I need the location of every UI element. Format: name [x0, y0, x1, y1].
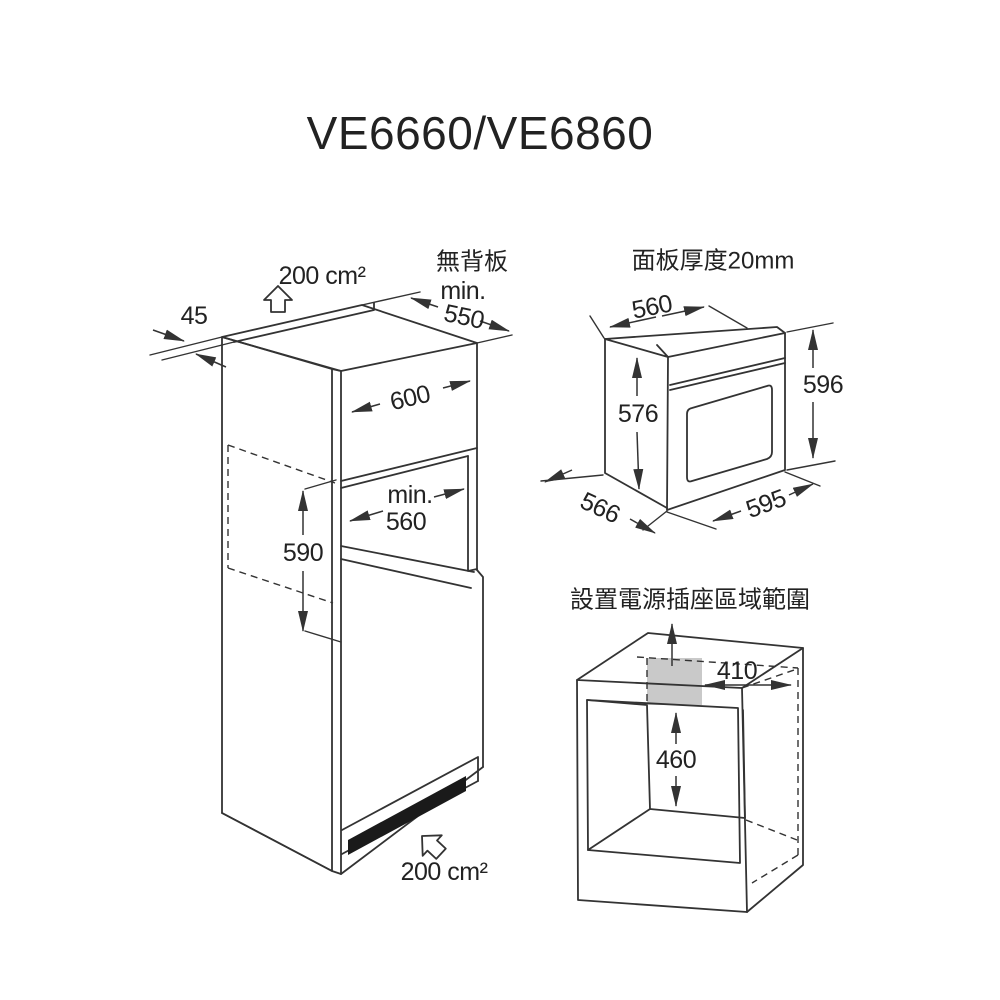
cabinet-width-value: 600: [387, 380, 432, 416]
socket-cabinet-outline: [576, 632, 804, 913]
socket-hidden-edges: [636, 656, 799, 884]
depth-min-prefix: min.: [440, 277, 485, 305]
bottom-vent-arrow-icon: [421, 834, 447, 860]
niche-height-value: 590: [283, 539, 323, 567]
front-width-value: 595: [742, 484, 789, 524]
dim-front-width-595: 595: [666, 471, 821, 530]
socket-zone-title: 設置電源插座區域範圍: [570, 587, 810, 614]
zone-width-value: 410: [717, 657, 757, 685]
niche-width-value: 560: [386, 508, 426, 536]
zone-height-value: 460: [656, 746, 696, 774]
oven-outline: [604, 326, 786, 511]
bottom-vent-label: 200 cm²: [401, 858, 488, 886]
front-height-value: 596: [803, 371, 843, 399]
dim-total-depth-566: 566: [540, 469, 668, 534]
bottom-vent-slot: [348, 776, 466, 855]
dim-width-600: 600: [351, 380, 471, 416]
dim-zone-height-460: 460: [656, 712, 697, 807]
page-title: VE6660/VE6860: [307, 107, 654, 159]
oven-diagram: 面板厚度20mm 560 576: [540, 248, 844, 534]
body-height-value: 576: [618, 400, 658, 428]
dim-body-height-576: 576: [618, 357, 659, 490]
top-vent-arrow-icon: [263, 285, 293, 313]
dim-rear-gap-45: 45: [149, 302, 235, 368]
panel-thickness-label: 面板厚度20mm: [632, 248, 795, 275]
cabinet-diagram: 200 cm² 200 cm² 45 無背板 min. 550 600: [149, 249, 513, 886]
top-vent-label: 200 cm²: [279, 262, 366, 290]
total-depth-value: 566: [576, 487, 624, 529]
body-depth-value: 560: [630, 289, 675, 324]
dim-niche-width-560: min. 560: [349, 481, 465, 536]
cabinet-outline: [221, 302, 484, 875]
oven-door-window: [686, 384, 773, 483]
socket-zone-area: [647, 658, 702, 705]
cabinet-hidden-niche: [227, 444, 336, 604]
socket-diagram: 設置電源插座區域範圍 410: [570, 587, 810, 913]
dim-zone-width-410: 410: [704, 657, 792, 690]
niche-width-prefix: min.: [387, 481, 432, 509]
dim-depth-550: 無背板 min. 550: [361, 249, 513, 344]
dim-niche-height-590: 590: [283, 479, 342, 643]
dim-front-height-596: 596: [786, 322, 844, 471]
rear-gap-value: 45: [181, 302, 208, 330]
no-back-panel-label: 無背板: [436, 249, 508, 276]
